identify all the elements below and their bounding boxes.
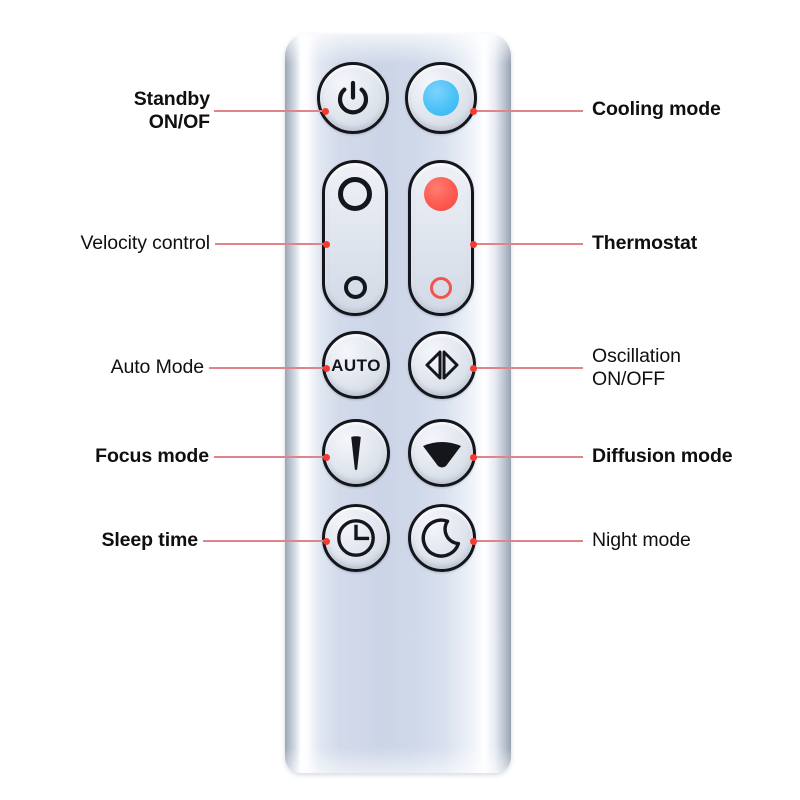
leader-dot-focus bbox=[323, 454, 330, 461]
body-top-highlight bbox=[285, 34, 511, 64]
leader-line-focus bbox=[214, 456, 327, 458]
velocity-decrease-ring-icon[interactable] bbox=[343, 276, 367, 299]
leader-dot-sleep bbox=[323, 538, 330, 545]
leader-dot-auto bbox=[323, 365, 330, 372]
leader-dot-oscillation bbox=[470, 365, 477, 372]
blue-dot-icon bbox=[423, 80, 459, 116]
leader-dot-night bbox=[470, 538, 477, 545]
leader-dot-cooling bbox=[470, 108, 477, 115]
wide-beam-icon bbox=[423, 442, 461, 468]
label-thermostat: Thermostat bbox=[592, 232, 698, 254]
leader-line-velocity bbox=[215, 243, 327, 245]
leader-line-standby bbox=[214, 110, 326, 112]
leader-dot-diffusion bbox=[470, 454, 477, 461]
label-oscillation: Oscillation ON/OFF bbox=[592, 345, 681, 390]
leader-line-auto bbox=[209, 367, 327, 369]
label-auto: Auto Mode bbox=[110, 356, 205, 378]
narrow-beam-icon bbox=[351, 436, 361, 471]
auto-mode-button[interactable]: AUTO bbox=[322, 331, 390, 399]
oscillation-button[interactable] bbox=[408, 331, 476, 399]
night-mode-button[interactable] bbox=[408, 504, 476, 572]
leader-line-sleep bbox=[203, 540, 327, 542]
leader-dot-velocity bbox=[323, 241, 330, 248]
auto-text-icon: AUTO bbox=[331, 355, 381, 375]
leader-line-diffusion bbox=[473, 456, 583, 458]
leader-line-night bbox=[473, 540, 583, 542]
leader-line-thermostat bbox=[473, 243, 583, 245]
label-sleep: Sleep time bbox=[101, 529, 198, 551]
thermostat-increase-dot-icon[interactable] bbox=[424, 177, 458, 211]
body-bottom-highlight bbox=[285, 747, 511, 773]
clock-icon bbox=[337, 519, 375, 557]
power-icon bbox=[337, 80, 369, 115]
cooling-mode-button[interactable] bbox=[405, 62, 477, 134]
focus-mode-button[interactable] bbox=[322, 419, 390, 487]
sleep-time-button[interactable] bbox=[322, 504, 390, 572]
label-diffusion: Diffusion mode bbox=[592, 445, 733, 467]
label-cooling: Cooling mode bbox=[592, 98, 721, 120]
thermostat-button[interactable] bbox=[408, 160, 474, 316]
leader-line-cooling bbox=[473, 110, 583, 112]
leader-dot-standby bbox=[322, 108, 329, 115]
velocity-increase-ring-icon[interactable] bbox=[338, 177, 372, 211]
remote-control-body bbox=[285, 34, 511, 773]
label-focus: Focus mode bbox=[95, 445, 209, 467]
crescent-moon-icon bbox=[421, 518, 461, 558]
thermostat-decrease-ring-icon[interactable] bbox=[430, 277, 452, 299]
label-night: Night mode bbox=[592, 529, 691, 551]
standby-power-button[interactable] bbox=[317, 62, 389, 134]
leader-dot-thermostat bbox=[470, 241, 477, 248]
diffusion-mode-button[interactable] bbox=[408, 419, 476, 487]
label-standby: Standby ON/OF bbox=[133, 88, 210, 133]
left-right-triangles-icon bbox=[425, 350, 459, 380]
label-velocity: Velocity control bbox=[80, 232, 210, 254]
velocity-control-button[interactable] bbox=[322, 160, 388, 316]
leader-line-oscillation bbox=[473, 367, 583, 369]
